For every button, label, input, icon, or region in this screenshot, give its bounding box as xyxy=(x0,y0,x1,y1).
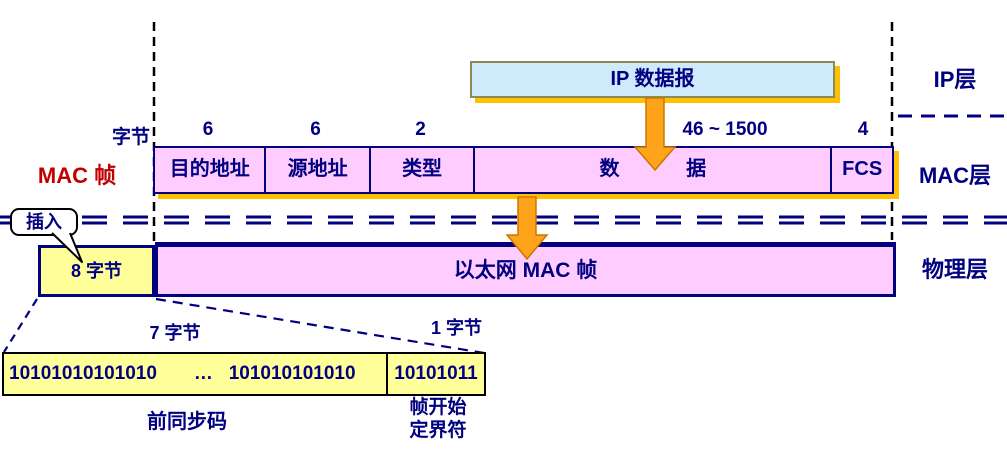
ethernet-mac-frame-box: 以太网 MAC 帧 xyxy=(155,242,896,297)
preamble-name-label: 前同步码 xyxy=(147,411,227,433)
seven-bytes-label: 7 字节 xyxy=(149,323,201,343)
field-fcs: FCS xyxy=(830,148,892,192)
ip-datagram-box: IP 数据报 xyxy=(470,61,835,98)
preamble-expand-left-dashed-line xyxy=(3,298,38,353)
one-byte-label: 1 字节 xyxy=(430,318,482,338)
mac-frame-label: MAC 帧 xyxy=(37,163,117,188)
layer-label-ip: IP层 xyxy=(933,67,977,92)
ethernet-mac-frame-label: 以太网 MAC 帧 xyxy=(453,259,598,282)
field-size-type: 2 xyxy=(415,119,426,140)
sfd-name-line1: 帧开始 xyxy=(409,397,467,418)
preamble-bits-box: 10101010101010 … 101010101010 10101011 xyxy=(2,352,486,396)
field-type: 类型 xyxy=(368,148,473,192)
layer-label-physical: 物理层 xyxy=(921,257,988,282)
field-source-address: 源地址 xyxy=(264,148,368,192)
preamble-bits-value: 10101010101010 … 101010101010 xyxy=(9,363,356,384)
field-data: 数 据 xyxy=(473,148,830,192)
field-destination-address: 目的地址 xyxy=(169,158,250,180)
field-size-source: 6 xyxy=(310,119,321,140)
byte-unit-label: 字节 xyxy=(111,127,150,148)
sfd-name-line2: 定界符 xyxy=(409,420,467,441)
ip-datagram-label: IP 数据报 xyxy=(610,68,695,90)
field-size-data: 46 ~ 1500 xyxy=(682,119,768,140)
field-size-fcs: 4 xyxy=(857,119,869,140)
preamble-bytes-label: 8 字节 xyxy=(70,261,122,281)
mac-frame-row: 目的地址 源地址 类型 数 据 FCS xyxy=(153,146,894,194)
insert-callout-label: 插入 xyxy=(26,212,62,232)
sfd-bits-value: 10101011 xyxy=(386,354,484,394)
insert-callout-bubble: 插入 xyxy=(10,208,78,236)
field-size-destination: 6 xyxy=(202,119,214,140)
layer-label-mac: MAC层 xyxy=(918,163,992,188)
preamble-bytes-box: 8 字节 xyxy=(38,245,155,297)
